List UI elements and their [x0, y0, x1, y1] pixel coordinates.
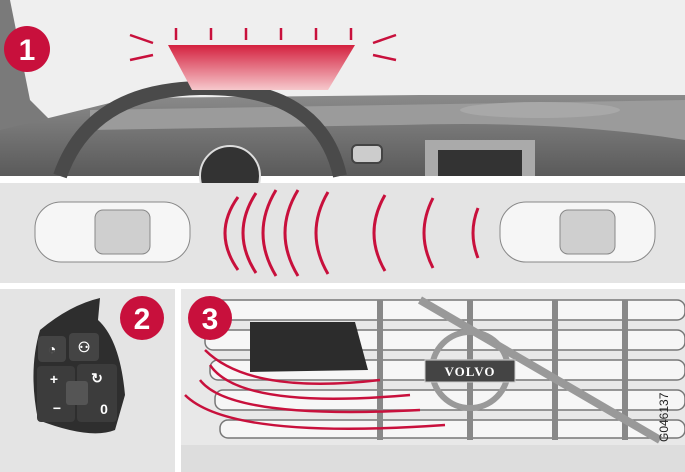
- adaptive-cruise-icon: ⚇: [78, 339, 91, 355]
- panel-radar-grille: VOLVO 3 G046137: [181, 289, 685, 472]
- vehicle-ahead: [499, 201, 656, 263]
- center-display: [438, 150, 522, 176]
- resume-icon[interactable]: ↻: [91, 370, 103, 386]
- minus-label: −: [53, 400, 61, 416]
- radar-sensor: [250, 322, 368, 372]
- badge-1: [4, 26, 50, 72]
- grille-bars: [377, 296, 663, 444]
- own-car: [34, 201, 191, 263]
- thumb-wheel[interactable]: [66, 381, 88, 405]
- speed-limiter-icon: ◔: [48, 341, 56, 357]
- badge-2: [120, 296, 164, 340]
- badge-1-label: 1: [19, 34, 36, 67]
- volvo-logo-text: VOLVO: [445, 364, 496, 379]
- panel-steering-buttons: ◔ ⚇ + − ↻ 0 2: [0, 289, 175, 472]
- badge-2-label: 2: [134, 303, 151, 336]
- panel-distance-waves: [0, 183, 685, 283]
- zero-label[interactable]: 0: [100, 401, 108, 417]
- hud-glow-rays: [129, 28, 397, 62]
- distance-waves: [223, 189, 480, 277]
- panel-head-up-display: 1: [0, 0, 685, 207]
- badge-3-label: 3: [202, 303, 219, 336]
- badge-3: [188, 296, 232, 340]
- figure-code: G046137: [657, 392, 671, 442]
- head-up-display-projection: [168, 45, 355, 90]
- hazard-button[interactable]: [351, 144, 383, 164]
- adaptive-cruise-button[interactable]: [69, 333, 99, 361]
- plus-label: +: [50, 371, 58, 387]
- speed-limiter-button[interactable]: [38, 336, 66, 362]
- radar-waves: [184, 349, 446, 430]
- plus-minus-rocker[interactable]: [37, 366, 75, 422]
